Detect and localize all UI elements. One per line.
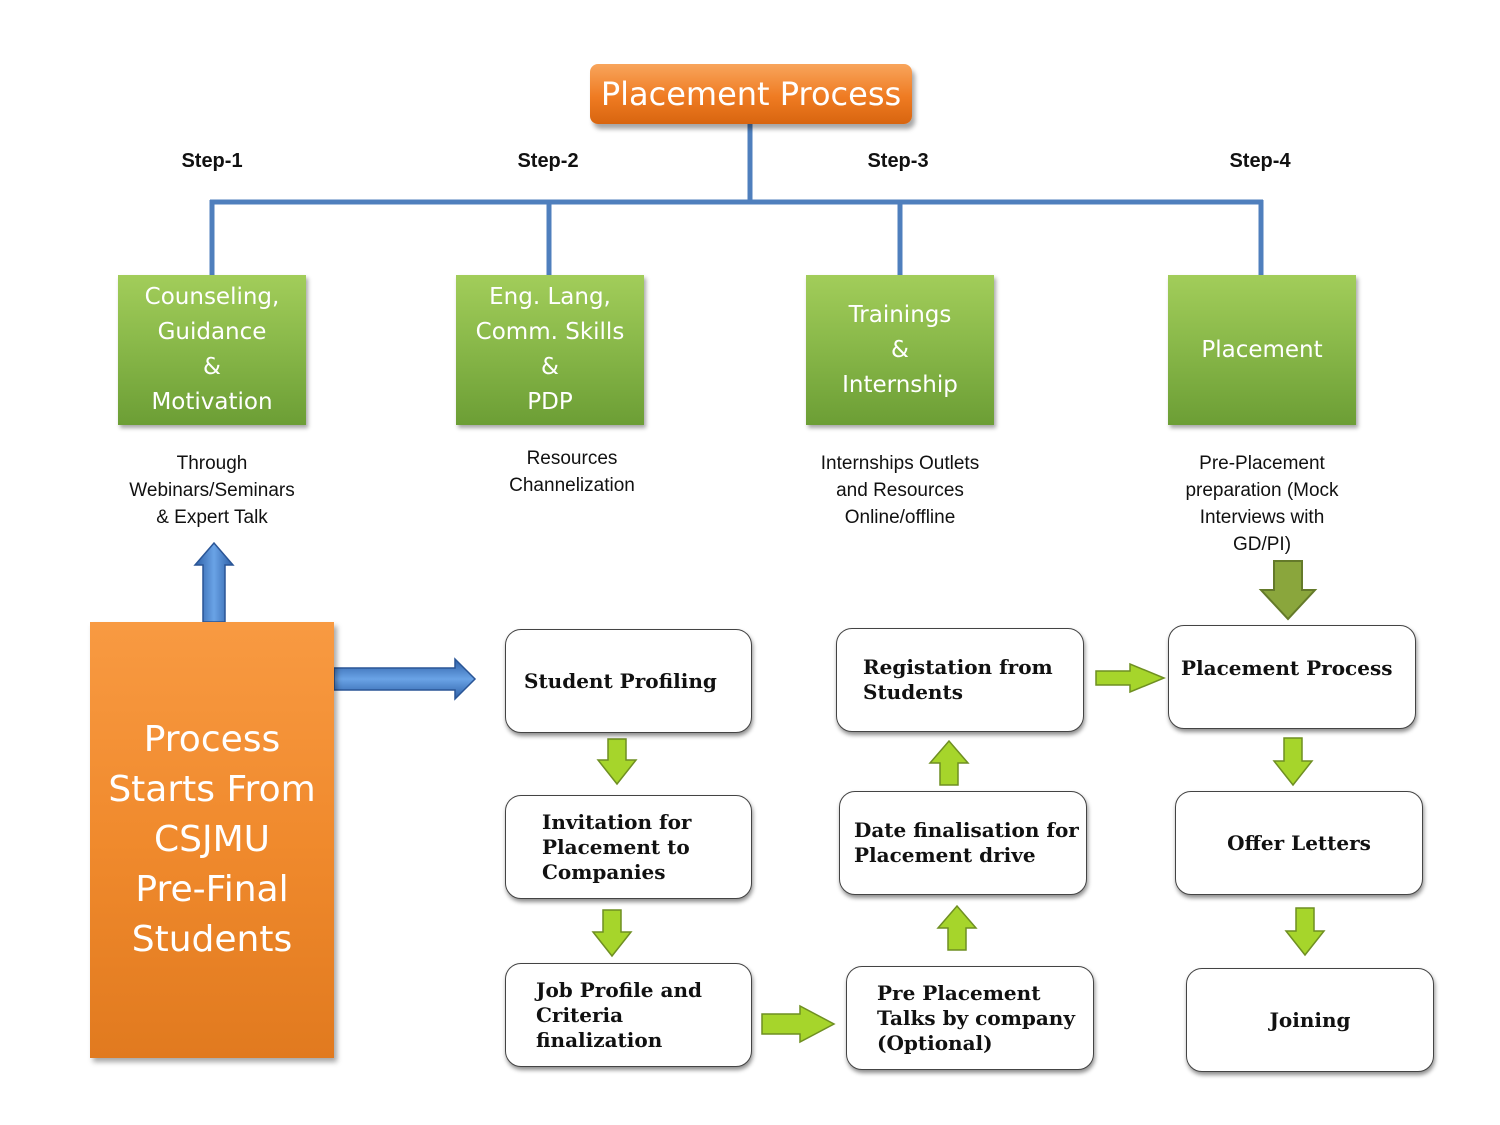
flow-arrow-up-1 xyxy=(936,904,978,951)
blue-up-arrow xyxy=(193,541,235,623)
flow-box-line: Placement drive xyxy=(854,843,1036,867)
process-start-line: Students xyxy=(131,919,293,960)
flow-box-line: Student Profiling xyxy=(524,668,717,693)
process-start-box: Process Starts From CSJMU Pre-Final Stud… xyxy=(90,622,334,1058)
olive-down-arrow xyxy=(1258,560,1318,621)
flow-box-placement-process: Placement Process xyxy=(1168,625,1416,729)
step-2-box-line: & xyxy=(541,354,559,380)
step-2-box-line: PDP xyxy=(527,389,573,415)
step-4-description: Pre-Placement preparation (Mock Intervie… xyxy=(1152,450,1372,558)
flow-box-invitation: Invitation for Placement to Companies xyxy=(505,795,752,899)
flow-arrow-up-2 xyxy=(928,739,970,786)
flow-box-joining: Joining xyxy=(1186,968,1434,1072)
flow-box-line: Talks by company xyxy=(877,1005,1075,1030)
flow-box-offer-letters: Offer Letters xyxy=(1175,791,1423,895)
step-1-desc-line: & Expert Talk xyxy=(156,507,268,528)
flow-box-line: Job Profile and xyxy=(536,977,702,1002)
flow-box-line: Offer Letters xyxy=(1227,830,1371,855)
flow-box-line: Pre Placement xyxy=(877,980,1041,1005)
step-4-desc-line: GD/PI) xyxy=(1232,534,1292,555)
step-1-box-line: Motivation xyxy=(151,389,273,415)
step-label-4: Step-4 xyxy=(1229,150,1291,172)
step-label-3: Step-3 xyxy=(867,150,929,172)
flow-box-job-profile: Job Profile and Criteria finalization xyxy=(505,963,752,1067)
step-4-desc-line: preparation (Mock xyxy=(1185,480,1339,501)
step-3-box-line: Internship xyxy=(842,371,958,398)
step-2-box-line: Eng. Lang, xyxy=(489,284,611,310)
step-3-desc-line: and Resources xyxy=(836,480,964,501)
flow-box-line: Date finalisation for xyxy=(854,818,1079,842)
step-1-box-line: Guidance xyxy=(157,319,267,345)
flow-box-line: Placement Process xyxy=(1181,656,1393,680)
flow-box-line: (Optional) xyxy=(877,1030,993,1055)
step-3-desc-line: Online/offline xyxy=(844,507,956,528)
step-2-box-line: Comm. Skills xyxy=(475,319,625,345)
step-1-box: Counseling, Guidance & Motivation xyxy=(118,275,306,425)
flow-box-line: finalization xyxy=(536,1027,663,1052)
flow-box-registration: Registation from Students xyxy=(836,628,1084,732)
flow-box-line: Registation from xyxy=(863,655,1053,679)
flow-box-line: Criteria xyxy=(536,1002,624,1027)
step-3-box-line: Trainings xyxy=(848,301,952,328)
step-4-desc-line: Interviews with xyxy=(1199,507,1325,528)
step-2-desc-line: Resources xyxy=(526,448,618,469)
step-3-box: Trainings & Internship xyxy=(806,275,994,425)
tree-connectors xyxy=(209,124,1264,275)
flow-arrow-down-2 xyxy=(591,909,633,958)
process-start-line: Pre-Final xyxy=(135,869,289,910)
step-2-desc-line: Channelization xyxy=(509,475,635,496)
process-start-line: CSJMU xyxy=(153,819,270,860)
process-start-line: Process xyxy=(143,719,281,760)
step-label-1: Step-1 xyxy=(181,150,243,172)
step-3-desc-line: Internships Outlets xyxy=(820,453,980,474)
flow-box-line: Placement to xyxy=(542,834,690,859)
step-1-description: Through Webinars/Seminars & Expert Talk xyxy=(102,450,322,531)
step-2-box: Eng. Lang, Comm. Skills & PDP xyxy=(456,275,644,425)
flow-box-student-profiling: Student Profiling xyxy=(505,629,752,733)
flow-arrow-down-4 xyxy=(1284,907,1326,957)
step-label-2: Step-2 xyxy=(517,150,579,172)
flow-arrow-right-2 xyxy=(1095,662,1166,694)
flow-box-line: Students xyxy=(863,680,963,704)
flow-arrow-down-3 xyxy=(1272,737,1314,787)
process-start-line: Starts From xyxy=(108,769,316,810)
flow-box-date-finalisation: Date finalisation for Placement drive xyxy=(839,791,1087,895)
step-1-box-line: Counseling, xyxy=(144,284,280,310)
blue-right-arrow xyxy=(333,657,477,701)
step-1-desc-line: Webinars/Seminars xyxy=(129,480,295,501)
step-1-desc-line: Through xyxy=(176,453,248,474)
flow-box-pre-placement-talks: Pre Placement Talks by company (Optional… xyxy=(846,966,1094,1070)
flow-arrow-right-1 xyxy=(761,1004,836,1044)
flow-arrow-down-1 xyxy=(596,738,638,786)
step-1-box-line: & xyxy=(203,354,221,380)
root-title-box: Placement Process xyxy=(590,64,912,124)
step-3-box-line: & xyxy=(891,336,909,363)
flow-box-line: Invitation for xyxy=(542,809,692,834)
flow-box-line: Joining xyxy=(1269,1007,1351,1032)
step-3-description: Internships Outlets and Resources Online… xyxy=(790,450,1010,531)
step-4-box: Placement xyxy=(1168,275,1356,425)
flow-box-line: Companies xyxy=(542,859,666,884)
step-4-desc-line: Pre-Placement xyxy=(1199,453,1325,474)
step-2-description: Resources Channelization xyxy=(462,445,682,499)
step-4-box-line: Placement xyxy=(1201,336,1323,363)
